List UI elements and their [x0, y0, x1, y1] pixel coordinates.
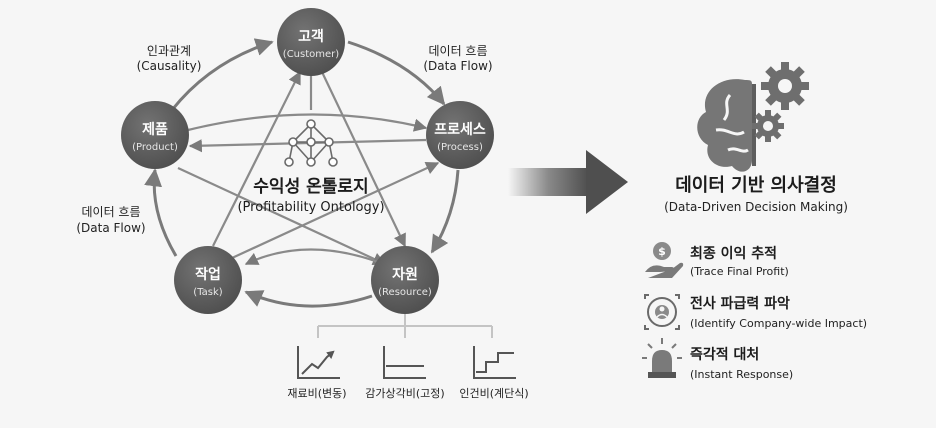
- cost-label-labor: 인건비(계단식): [459, 387, 528, 400]
- network-graph-icon: [284, 119, 338, 167]
- node-process-title: 프로세스: [434, 122, 486, 138]
- outcome-item-impact: 전사 파급력 파악 (Identify Company-wide Impact): [644, 294, 867, 330]
- alarm-siren-icon: [642, 338, 682, 378]
- edge-label-data-flow-left: 데이터 흐름 (Data Flow): [76, 205, 145, 235]
- outcome-item-trace-profit: $ 최종 이익 추적 (Trace Final Profit): [645, 242, 789, 278]
- svg-text:$: $: [658, 245, 666, 258]
- node-resource-title: 자원: [392, 267, 418, 283]
- node-customer-title: 고객: [298, 28, 324, 45]
- center-title: 수익성 온톨로지: [253, 177, 368, 197]
- brain-gears-icon: [697, 62, 809, 172]
- outcome-item-3-sub: (Instant Response): [690, 368, 793, 381]
- cost-label-depreciation: 감가상각비(고정): [365, 387, 444, 400]
- edge-label-data-flow-top: 데이터 흐름 (Data Flow): [423, 44, 492, 73]
- node-customer-sub: (Customer): [283, 49, 339, 60]
- edge-label-causality-en: (Causality): [137, 59, 202, 73]
- node-resource: 자원 (Resource): [371, 246, 439, 314]
- edge-resource-task: [244, 248, 379, 265]
- edge-label-data-flow-left-ko: 데이터 흐름: [81, 205, 140, 219]
- node-customer: 고객 (Customer): [277, 8, 345, 76]
- outcome-item-2-sub: (Identify Company-wide Impact): [690, 317, 867, 330]
- cost-bracket: [317, 314, 493, 338]
- edge-label-data-flow-top-ko: 데이터 흐름: [428, 44, 487, 58]
- node-product-title: 제품: [142, 122, 168, 138]
- pentagram-edges: [177, 70, 440, 265]
- outcome-item-response: 즉각적 대처 (Instant Response): [642, 338, 793, 381]
- center-sub: (Profitability Ontology): [237, 200, 384, 215]
- edge-product-process: [187, 113, 428, 132]
- node-product: 제품 (Product): [121, 101, 189, 169]
- outcome-item-3-title: 즉각적 대처: [690, 346, 759, 363]
- node-process-sub: (Process): [437, 142, 483, 153]
- fixed-cost-chart-icon: [383, 346, 426, 379]
- edge-label-data-flow-top-en: (Data Flow): [423, 59, 492, 73]
- edge-resource-task-outer: [244, 290, 373, 308]
- target-impact-icon: [644, 294, 680, 330]
- money-hand-icon: $: [645, 242, 684, 278]
- edge-product-resource: [177, 167, 387, 265]
- edge-product-customer: [170, 38, 274, 111]
- edge-customer-task: [212, 70, 301, 247]
- node-task-title: 작업: [195, 266, 221, 283]
- edge-label-causality-ko: 인과관계: [147, 44, 191, 58]
- outcome-sub: (Data-Driven Decision Making): [664, 200, 848, 214]
- outcome-title: 데이터 기반 의사결정: [675, 175, 837, 196]
- outcome-item-2-title: 전사 파급력 파악: [690, 295, 790, 312]
- edge-customer-process: [347, 40, 446, 106]
- edge-customer-resource: [321, 71, 406, 248]
- cost-label-material: 재료비(변동): [287, 387, 346, 400]
- transition-arrow: [508, 150, 628, 214]
- edge-task-product: [144, 168, 178, 257]
- cycle-edges: [144, 38, 460, 308]
- step-cost-chart-icon: [473, 346, 516, 379]
- node-process: 프로세스 (Process): [426, 101, 494, 169]
- brain-icon: [697, 79, 756, 172]
- node-task-sub: (Task): [193, 287, 222, 298]
- gear-icon-large: [761, 62, 809, 110]
- edge-label-causality: 인과관계 (Causality): [137, 44, 202, 73]
- outcome-item-1-title: 최종 이익 추적: [690, 245, 777, 262]
- edge-task-process: [231, 161, 440, 259]
- gear-icon-small: [752, 110, 784, 142]
- node-product-sub: (Product): [132, 142, 178, 153]
- variable-cost-chart-icon: [297, 346, 340, 379]
- node-task: 작업 (Task): [174, 246, 242, 314]
- edge-process-resource: [430, 169, 460, 254]
- node-resource-sub: (Resource): [378, 287, 432, 298]
- outcome-item-1-sub: (Trace Final Profit): [690, 265, 789, 278]
- edge-label-data-flow-left-en: (Data Flow): [76, 221, 145, 235]
